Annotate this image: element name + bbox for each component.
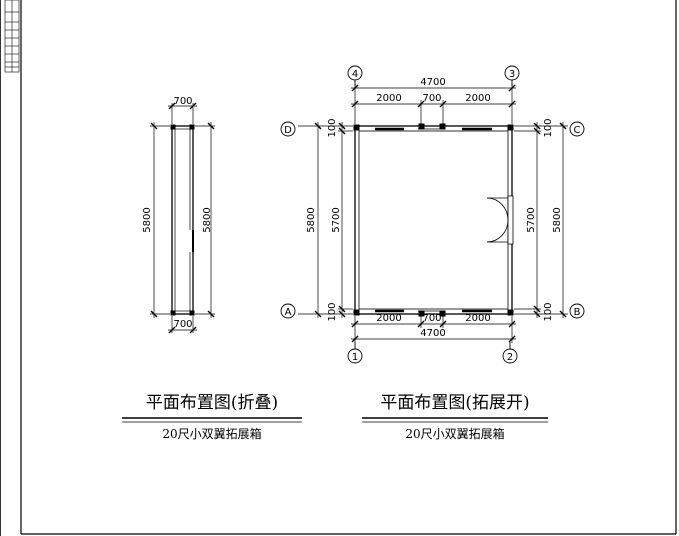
axis-label-c: C (574, 125, 581, 136)
dim-top-mid-label: 700 (422, 93, 441, 104)
folded-dim-right-label: 5800 (202, 207, 213, 232)
axis-label-2: 2 (507, 352, 513, 363)
folded-box-outline (171, 125, 194, 315)
dim-top-right-label: 2000 (465, 93, 490, 104)
folded-plan (150, 102, 215, 334)
folded-plan-title: 平面布置图(折叠) (146, 393, 278, 413)
expanded-dim-top (351, 84, 516, 124)
dim-bottom-right-label: 2000 (465, 313, 490, 324)
expanded-inner-wall (358, 130, 509, 310)
axis-label-3: 3 (509, 69, 515, 80)
axis-label-d: D (284, 125, 292, 136)
axis-label-1: 1 (352, 352, 358, 363)
dim-bottom-left-label: 2000 (376, 313, 401, 324)
dim-bottom-mid-label: 700 (422, 313, 441, 324)
dim-bottom-total-label: 4700 (420, 328, 445, 339)
dim-right-bottom-label: 100 (543, 302, 554, 321)
expanded-plan-title: 平面布置图(拓展开) (380, 393, 529, 413)
double-door (486, 195, 514, 245)
expanded-dim-right (514, 122, 568, 318)
dim-top-left-label: 2000 (376, 93, 401, 104)
expanded-dim-left (298, 122, 353, 318)
folded-dim-top (168, 102, 197, 124)
dim-left-inner-label: 5700 (331, 207, 342, 232)
expanded-plan (280, 65, 585, 364)
axis-label-a: A (285, 307, 292, 318)
title-block-strip (4, 0, 20, 73)
folded-dim-left (150, 122, 170, 318)
axis-label-4: 4 (352, 69, 358, 80)
folded-dim-left-label: 5800 (142, 207, 153, 232)
folded-dim-bottom (168, 316, 197, 334)
expanded-plan-subtitle: 20尺小双翼拓展箱 (405, 426, 504, 441)
folded-plan-subtitle: 20尺小双翼拓展箱 (162, 426, 261, 441)
dim-top-total-label: 4700 (420, 77, 445, 88)
expanded-outer-wall (354, 125, 513, 315)
dim-left-total-label: 5800 (306, 207, 317, 232)
dim-right-top-label: 100 (543, 118, 554, 137)
folded-dim-right (195, 122, 215, 318)
expanded-dim-bottom (351, 316, 516, 343)
dim-right-total-label: 5800 (552, 207, 563, 232)
folded-dim-bottom-label: 700 (173, 319, 192, 330)
folded-dim-top-label: 700 (173, 96, 192, 107)
dim-left-top-label: 100 (327, 118, 338, 137)
axis-bubbles (280, 65, 585, 364)
axis-label-b: B (574, 307, 581, 318)
dim-left-bottom-label: 100 (327, 302, 338, 321)
dim-right-inner-label: 5700 (526, 207, 537, 232)
